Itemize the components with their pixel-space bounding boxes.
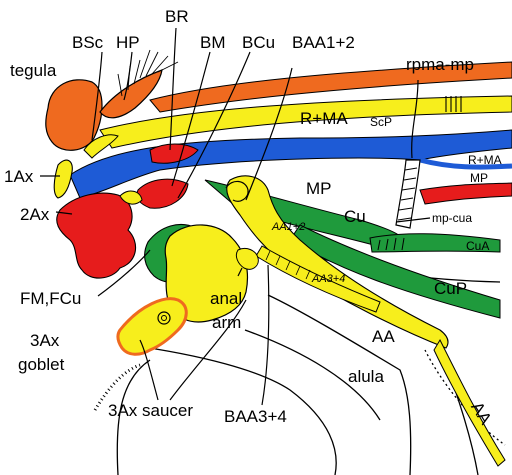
label-aa12: AA1+2 [271, 221, 305, 233]
mp-red-band [420, 183, 512, 204]
ax2-sclerite [57, 193, 136, 278]
label-3ax-saucer: 3Ax saucer [108, 401, 193, 420]
label-bcu: BCu [242, 33, 275, 52]
label-alula: alula [348, 367, 384, 386]
hp-sclerite [100, 70, 162, 118]
label-anal-arm-2: arm [212, 313, 241, 332]
rpma-mp-crossvein [396, 160, 420, 228]
label-br: BR [165, 7, 189, 26]
label-cu: Cu [344, 207, 366, 226]
label-3ax-goblet-2: goblet [18, 355, 65, 374]
aa-tip-vein [434, 340, 505, 466]
tegula-sclerite [46, 80, 102, 150]
label-bm: BM [200, 33, 226, 52]
label-bsc: BSc [72, 33, 104, 52]
label-cup: CuP [434, 279, 467, 298]
label-1ax: 1Ax [4, 167, 34, 186]
label-aa-mid: AA [372, 327, 395, 346]
label-anal-arm-1: anal [210, 289, 242, 308]
label-mp-side: MP [470, 171, 488, 185]
label-mp-mid: MP [306, 179, 332, 198]
leader-baa34 [262, 265, 269, 405]
label-r-ma-main: R+MA [300, 109, 348, 128]
label-fm-fcu: FM,FCu [20, 289, 81, 308]
label-hp: HP [116, 33, 140, 52]
label-aa34: AA3+4 [311, 273, 345, 285]
label-cua: CuA [466, 239, 489, 253]
label-baa34: BAA3+4 [224, 407, 287, 426]
label-baa12: BAA1+2 [292, 33, 355, 52]
label-mp-cua: mp-cua [432, 211, 472, 225]
ax1-sclerite [54, 160, 72, 198]
label-tegula: tegula [10, 61, 57, 80]
ax3-goblet [118, 299, 186, 355]
label-3ax-goblet-1: 3Ax [30, 331, 60, 350]
label-rpma-mp: rpma-mp [406, 55, 474, 74]
label-2ax: 2Ax [20, 205, 50, 224]
label-scp: ScP [370, 115, 392, 129]
label-r-ma-side: R+MA [468, 153, 502, 167]
